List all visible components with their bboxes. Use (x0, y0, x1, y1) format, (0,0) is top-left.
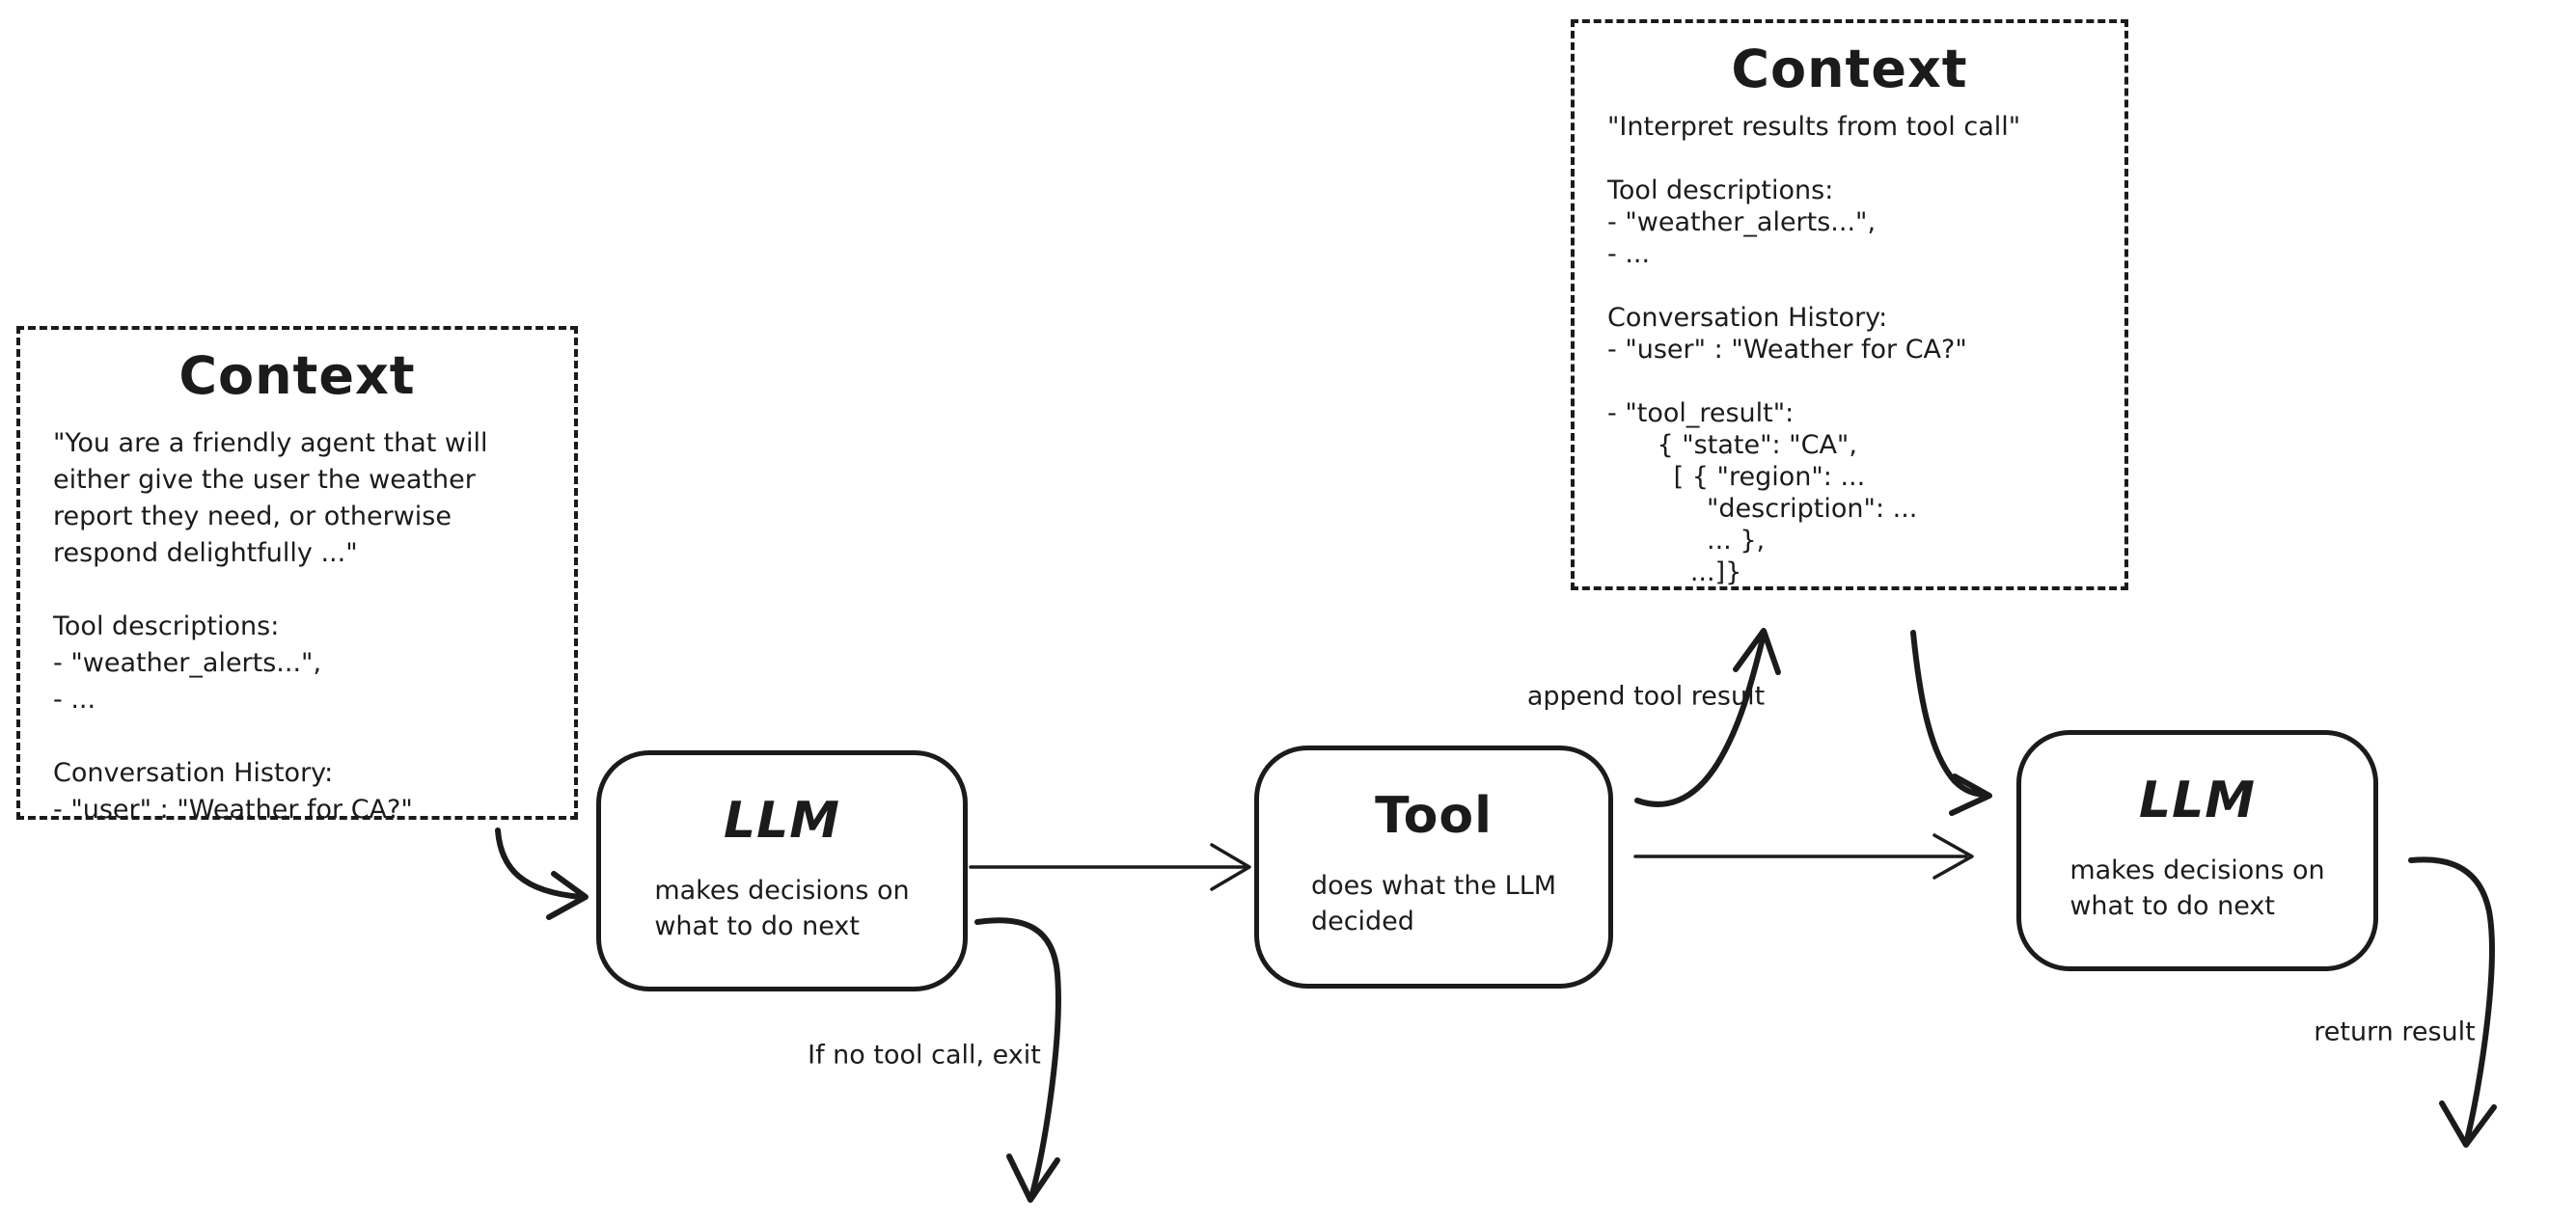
context-top-title: Context (1731, 39, 1968, 99)
llm-node-1-title: LLM (723, 792, 840, 850)
context-box-top: Context "Interpret results from tool cal… (1571, 19, 2128, 590)
edge-label-append-tool-result: append tool result (1526, 681, 1766, 712)
arrow-llm1-to-tool (969, 843, 1251, 891)
context-left-body: "You are a friendly agent that will eith… (53, 428, 488, 825)
context-box-left: Context "You are a friendly agent that w… (16, 326, 578, 825)
arrow-llm2-return (2408, 856, 2497, 1148)
context-left-title: Context (178, 345, 416, 406)
context-top-body: "Interpret results from tool call" Tool … (1607, 112, 2021, 587)
llm-node-2-title: LLM (2138, 772, 2256, 829)
llm-node-2: LLM makes decisions on what to do next (2016, 730, 2378, 971)
llm-node-1: LLM makes decisions on what to do next (596, 750, 968, 991)
arrow-context-top-to-llm2 (1910, 630, 1992, 816)
tool-node: Tool does what the LLM decided (1254, 746, 1613, 989)
arrow-tool-to-context-top (1634, 628, 1781, 807)
edge-label-return-result: return result (2314, 1017, 2476, 1047)
tool-node-title: Tool (1375, 787, 1493, 845)
llm-node-1-subtitle: makes decisions on what to do next (654, 876, 910, 941)
arrow-tool-to-llm2 (1633, 833, 1974, 880)
tool-node-subtitle: does what the LLM decided (1310, 871, 1557, 936)
llm-node-2-subtitle: makes decisions on what to do next (2069, 855, 2325, 921)
edge-label-if-no-tool-call-exit: If no tool call, exit (808, 1040, 1041, 1071)
arrow-context-left-to-llm1 (495, 828, 589, 920)
